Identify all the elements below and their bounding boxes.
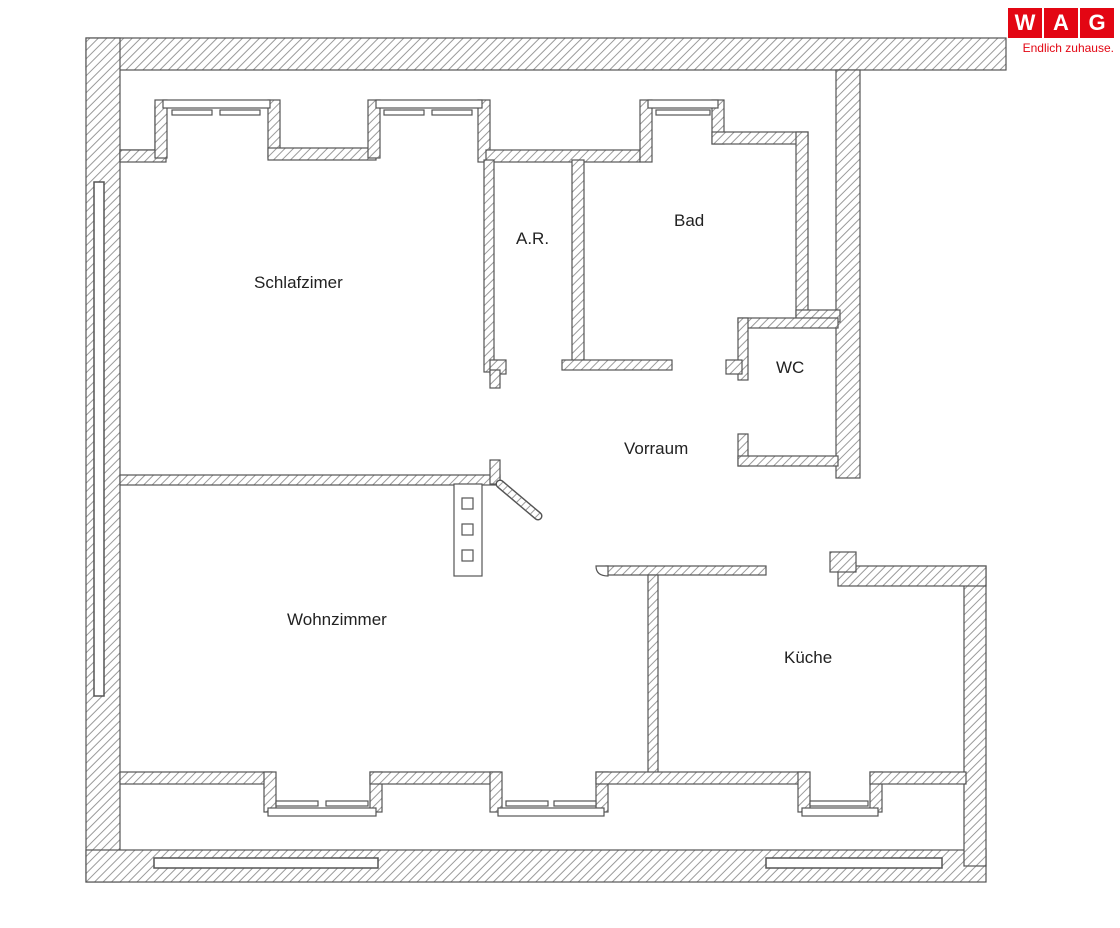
room-label-abstellraum: A.R. bbox=[516, 229, 549, 248]
room-label-schlafzimmer: Schlafzimer bbox=[254, 273, 343, 292]
room-label-vorraum: Vorraum bbox=[624, 439, 688, 458]
door-leaf bbox=[495, 479, 609, 577]
bottom-windows bbox=[267, 800, 879, 817]
logo-mark: W A G bbox=[1006, 8, 1114, 38]
room-label-kueche: Küche bbox=[784, 648, 832, 667]
wag-logo: W A G Endlich zuhause. bbox=[1006, 8, 1114, 55]
top-windows bbox=[162, 99, 719, 116]
interior-walls bbox=[119, 159, 839, 776]
room-label-wc: WC bbox=[776, 358, 804, 377]
room-label-wohnzimmer: Wohnzimmer bbox=[287, 610, 387, 629]
chimney-shaft bbox=[453, 483, 483, 577]
logo-tagline: Endlich zuhause. bbox=[1022, 41, 1114, 55]
logo-letter: W bbox=[1008, 8, 1042, 38]
radiators bbox=[93, 181, 943, 869]
top-window-niches bbox=[119, 99, 841, 323]
logo-letter: G bbox=[1080, 8, 1114, 38]
outer-walls bbox=[85, 37, 1007, 883]
bottom-window-niches bbox=[119, 771, 967, 813]
logo-letter: A bbox=[1044, 8, 1078, 38]
room-label-bad: Bad bbox=[674, 211, 704, 230]
